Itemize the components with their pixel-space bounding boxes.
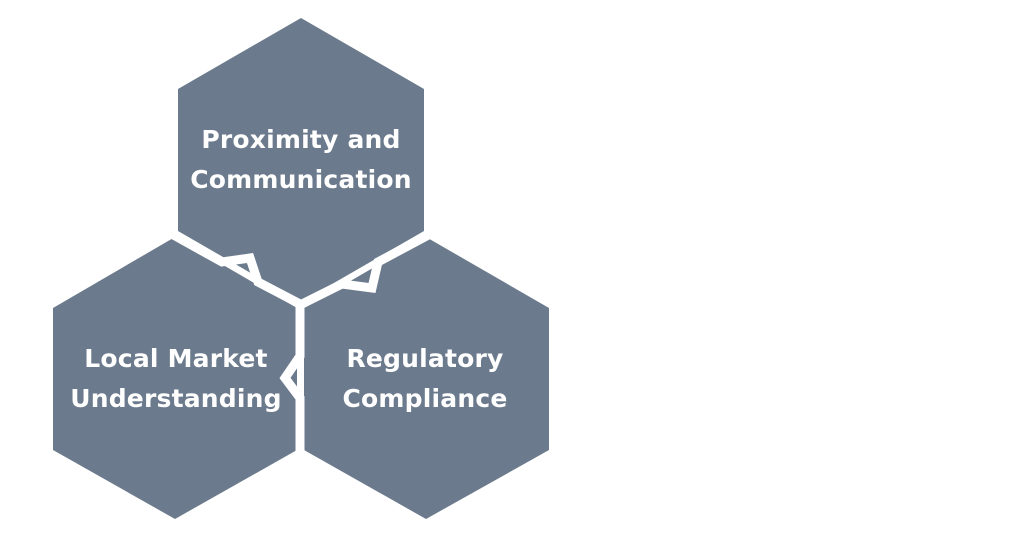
hexagon-bottom-right-label-line2: Compliance bbox=[342, 384, 508, 413]
gap-left bbox=[165, 228, 303, 308]
gap-right bbox=[299, 228, 437, 309]
hexagon-top-label: Proximity and Communication bbox=[181, 120, 421, 200]
hexagon-bottom-right-label-line1: Regulatory bbox=[346, 344, 504, 373]
gap-center bbox=[279, 300, 305, 525]
hexagon-top-label-line2: Communication bbox=[190, 165, 412, 194]
hexagon-bottom-left-label-line2: Understanding bbox=[70, 384, 282, 413]
hexagon-bottom-right bbox=[304, 237, 549, 519]
hexagon-bottom-left-label: Local Market Understanding bbox=[56, 339, 296, 419]
hexagon-top bbox=[178, 18, 424, 302]
hexagon-bottom-right-label: Regulatory Compliance bbox=[305, 339, 545, 419]
hexagon-bottom-left bbox=[53, 237, 297, 519]
hexagon-bottom-left-label-line1: Local Market bbox=[84, 344, 268, 373]
hexagon-top-label-line1: Proximity and bbox=[201, 125, 401, 154]
